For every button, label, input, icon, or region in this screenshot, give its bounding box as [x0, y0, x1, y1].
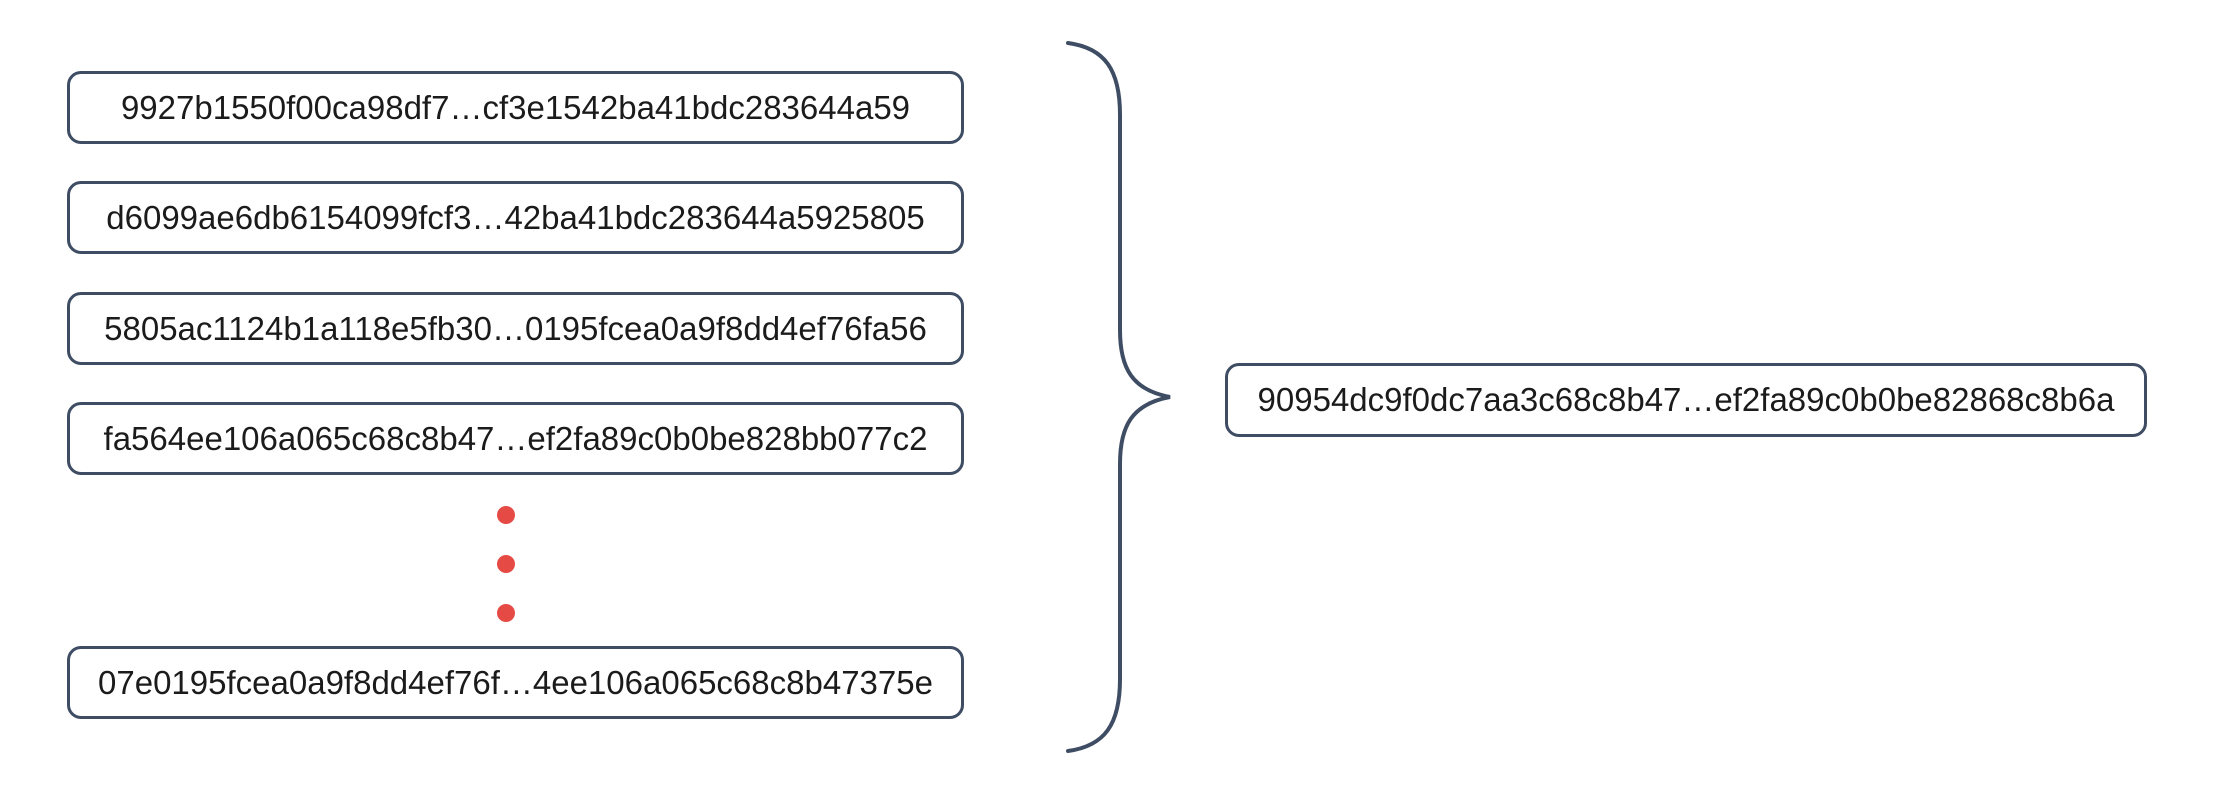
output-hash-text: 90954dc9f0dc7aa3c68c8b47…ef2fa89c0b0be82… [1257, 381, 2115, 418]
input-hash-box-1: 9927b1550f00ca98df7…cf3e1542ba41bdc28364… [67, 71, 964, 144]
input-hash-box-5: 07e0195fcea0a9f8dd4ef76f…4ee106a065c68c8… [67, 646, 964, 719]
vertical-ellipsis-icon [497, 506, 515, 622]
ellipsis-dot [497, 506, 515, 524]
ellipsis-dot [497, 604, 515, 622]
input-hash-text-4: fa564ee106a065c68c8b47…ef2fa89c0b0be828b… [103, 419, 928, 457]
output-hash-box: 90954dc9f0dc7aa3c68c8b47…ef2fa89c0b0be82… [1225, 363, 2147, 437]
brace-path [1066, 41, 1171, 753]
ellipsis-dot [497, 555, 515, 573]
input-hash-box-2: d6099ae6db6154099fcf3…42ba41bdc283644a59… [67, 181, 964, 254]
input-hash-text-1: 9927b1550f00ca98df7…cf3e1542ba41bdc28364… [120, 88, 911, 126]
input-hash-box-4: fa564ee106a065c68c8b47…ef2fa89c0b0be828b… [67, 402, 964, 475]
input-hash-box-3: 5805ac1124b1a118e5fb30…0195fcea0a9f8dd4e… [67, 292, 964, 365]
input-hash-text-2: d6099ae6db6154099fcf3…42ba41bdc283644a59… [106, 198, 925, 236]
input-hash-text-3: 5805ac1124b1a118e5fb30…0195fcea0a9f8dd4e… [104, 309, 927, 347]
input-hash-text-5: 07e0195fcea0a9f8dd4ef76f…4ee106a065c68c8… [98, 663, 933, 701]
